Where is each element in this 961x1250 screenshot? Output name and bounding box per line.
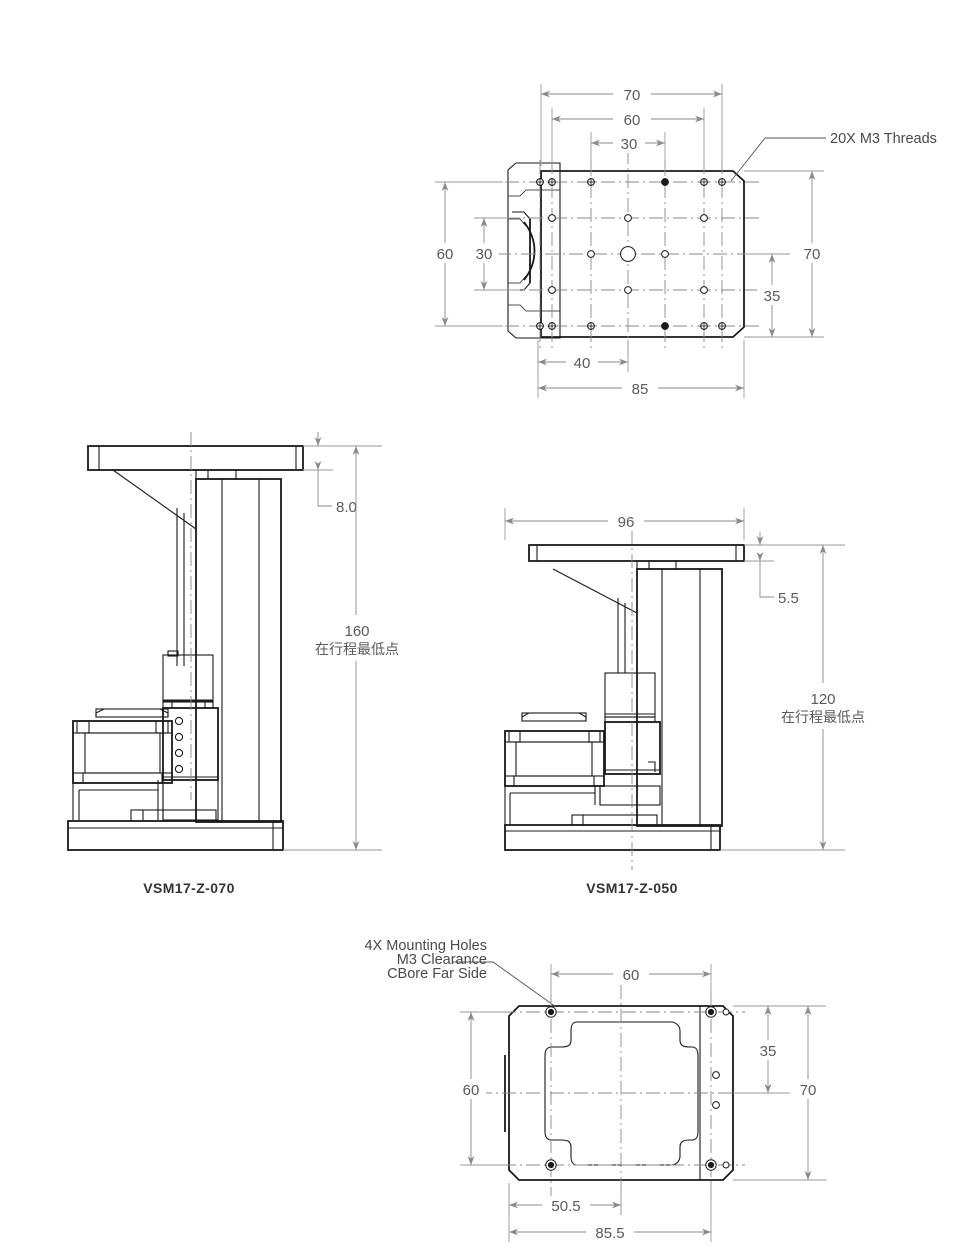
bottom-view-mounting-holes: [545, 1006, 730, 1171]
right-view-gusset: [552, 568, 638, 673]
side-hole-upper: [712, 1071, 720, 1079]
dim-40-bottom-text: 40: [574, 355, 591, 372]
bottom-view: 4X Mounting Holes M3 Clearance CBore Far…: [364, 938, 826, 1242]
left-view-base-plate: [67, 809, 284, 851]
bottom-view-centerlines: [478, 985, 760, 1215]
model-label-vsm17-z-050: VSM17-Z-050: [586, 880, 678, 896]
side-view-vsm17-z-070: 8.0 160 在行程最低点 VSM17-Z-070: [67, 432, 399, 896]
dim-60-top: 60: [551, 108, 705, 166]
dim-120-text: 120: [810, 691, 835, 708]
dim-b70-right-text: 70: [800, 1082, 817, 1099]
right-view-nut-block: [604, 672, 656, 723]
left-view-mount-block: [195, 469, 237, 480]
side-hole-lower: [712, 1101, 720, 1109]
dim-96: 96: [504, 508, 745, 540]
left-view-top-plate: [87, 445, 304, 471]
dim-b35-right-text: 35: [760, 1043, 777, 1060]
dim-85-bottom: 85: [537, 340, 745, 398]
dim-5-5: 5.5: [744, 532, 799, 607]
dim-96-text: 96: [618, 514, 635, 531]
left-view-column: [195, 478, 282, 823]
mounting-hole-bl: [545, 1159, 557, 1171]
dim-40-bottom: 40: [537, 340, 629, 372]
dim-b60-left-text: 60: [463, 1082, 480, 1099]
top-view-carriage-profile: [507, 162, 561, 339]
dim-b60-left: 60: [456, 1011, 505, 1166]
dim-30-left: 30: [469, 217, 520, 291]
right-view-stepper-motor: [504, 712, 605, 787]
top-view-thread-holes: [536, 178, 726, 330]
note-4x-mounting-holes-line3: CBore Far Side: [387, 966, 487, 982]
dim-70-top-text: 70: [624, 87, 641, 104]
dim-30-top-text: 30: [621, 136, 638, 153]
dim-160-text: 160: [344, 623, 369, 640]
dim-160: 160 在行程最低点: [283, 445, 399, 851]
right-view-motor-bracket: [504, 785, 661, 825]
dim-5-5-text: 5.5: [778, 590, 799, 607]
dim-b85-5-text: 85.5: [595, 1225, 624, 1242]
right-view-base-plate: [504, 814, 721, 851]
dim-35-right: 35: [744, 253, 790, 338]
left-view-motor-bracket: [72, 779, 219, 821]
note-20x-m3-threads-text: 20X M3 Threads: [830, 131, 937, 147]
mounting-hole-br: [705, 1159, 730, 1171]
mounting-hole-tr: [705, 1006, 730, 1018]
dim-70-top: 70: [540, 84, 723, 166]
dim-30-top: 30: [590, 132, 666, 176]
left-view-stepper-motor: [72, 708, 173, 784]
side-view-vsm17-z-050: 96 5.5 120 在行程最低点 VSM17-Z-050: [504, 508, 865, 896]
note-4x-mounting-holes-line2: M3 Clearance: [397, 952, 487, 968]
dim-120: 120 在行程最低点: [720, 544, 865, 851]
dim-b50-5-text: 50.5: [551, 1198, 580, 1215]
dim-85-bottom-text: 85: [632, 381, 649, 398]
dim-30-left-text: 30: [476, 246, 493, 263]
note-4x-mounting-holes-line1: 4X Mounting Holes: [364, 938, 487, 954]
note-4x-mounting-holes: 4X Mounting Holes M3 Clearance CBore Far…: [364, 938, 557, 1008]
dim-b60-top: 60: [550, 964, 712, 1006]
dim-b50-5: 50.5: [508, 1183, 622, 1215]
dim-b85-5: 85.5: [508, 1183, 712, 1242]
dim-35-right-text: 35: [764, 288, 781, 305]
dim-60-left: 60: [430, 181, 503, 327]
right-view-top-plate: [528, 544, 745, 562]
model-label-vsm17-z-070: VSM17-Z-070: [143, 880, 235, 896]
right-view-carriage: [604, 721, 661, 775]
dim-60-left-text: 60: [437, 246, 454, 263]
note-20x-m3-threads: 20X M3 Threads: [730, 131, 937, 182]
top-view-centerlines: [497, 150, 790, 358]
right-view-mount-block: [636, 560, 677, 570]
bottom-view-cutout: [544, 1021, 699, 1166]
dim-8-0: 8.0: [303, 432, 357, 516]
dim-160-cjk-note: 在行程最低点: [315, 642, 399, 658]
dim-8-0-text: 8.0: [336, 499, 357, 516]
top-view-plate-outline: [540, 170, 745, 338]
top-view: 20X M3 Threads 70 60 30: [430, 84, 937, 398]
left-view-nut-block: [162, 650, 214, 709]
left-view-gusset: [112, 469, 197, 666]
dim-b35-right: 35: [733, 1005, 790, 1094]
mounting-hole-tl: [545, 1006, 557, 1018]
dim-120-cjk-note: 在行程最低点: [781, 710, 865, 726]
dim-b60-top-text: 60: [623, 967, 640, 984]
right-view-column: [636, 568, 723, 827]
dim-60-top-text: 60: [624, 112, 641, 129]
dim-b70-right: 70: [733, 1005, 826, 1181]
dim-70-right-text: 70: [804, 246, 821, 263]
